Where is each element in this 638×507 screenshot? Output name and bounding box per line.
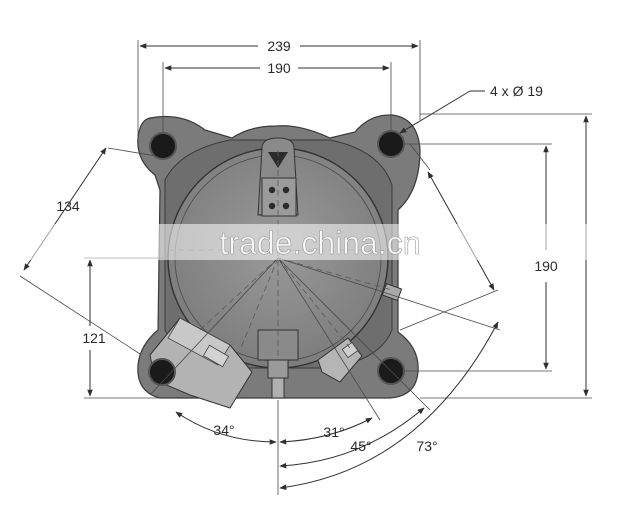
watermark-text: trade.china.cn bbox=[219, 225, 420, 261]
angle-73: 73° bbox=[416, 438, 437, 454]
dim-overall-width: 239 bbox=[267, 38, 291, 54]
dimension-labels: 239 190 4 x Ø 19 190 134 121 34° 31° 45°… bbox=[56, 38, 558, 454]
dim-bolt-spacing-width: 190 bbox=[267, 60, 291, 76]
dim-diagonal-left: 134 bbox=[56, 198, 80, 214]
hole-top-left bbox=[149, 132, 177, 160]
dim-height-right: 190 bbox=[534, 258, 558, 274]
angle-45: 45° bbox=[350, 438, 371, 454]
watermark: trade.china.cn bbox=[20, 224, 620, 261]
angle-34: 34° bbox=[213, 422, 234, 438]
housing bbox=[137, 114, 421, 409]
angle-31: 31° bbox=[323, 424, 344, 440]
dim-holes: 4 x Ø 19 bbox=[490, 83, 543, 99]
hole-bottom-left bbox=[148, 358, 176, 386]
dim-height-left: 121 bbox=[82, 330, 106, 346]
dimension-lines bbox=[19, 40, 592, 495]
hole-top-right bbox=[377, 130, 405, 158]
